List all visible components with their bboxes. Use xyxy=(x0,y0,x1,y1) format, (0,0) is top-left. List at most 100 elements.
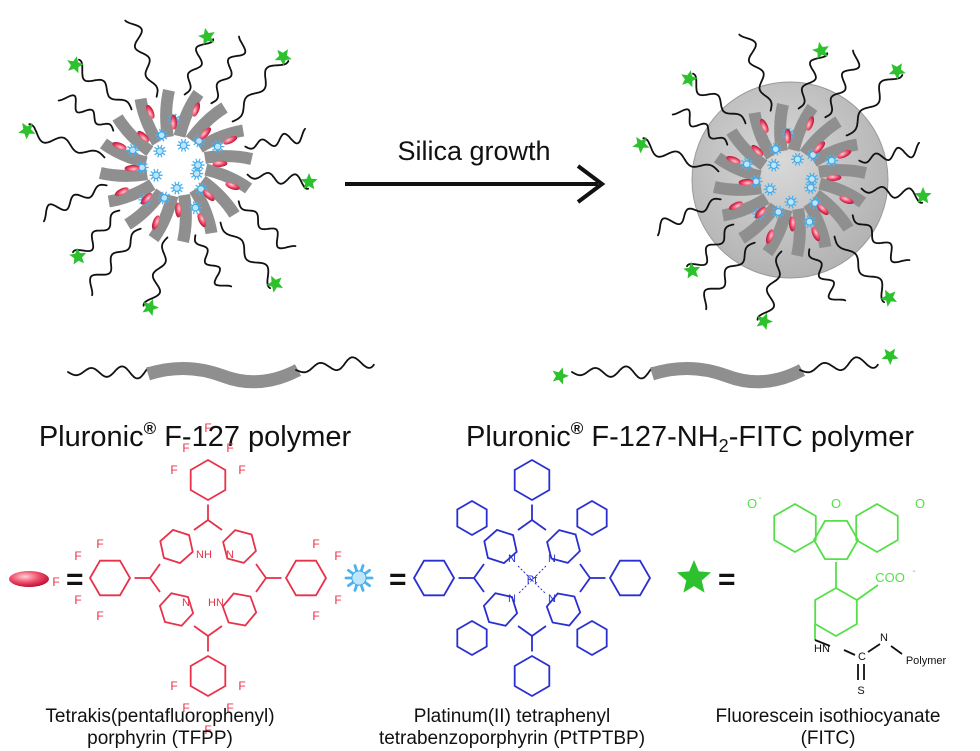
arrow-label: Silica growth xyxy=(397,136,550,166)
ptptbp-sun-icon xyxy=(771,205,786,219)
tfpp-pill-icon xyxy=(765,229,774,244)
atom-label: Pt xyxy=(527,574,537,586)
ppo-block xyxy=(726,128,768,171)
ptptbp-sun-icon xyxy=(135,161,149,174)
peo-chain xyxy=(72,209,121,254)
fitc-star-icon xyxy=(888,63,906,80)
tfpp-pill-icon xyxy=(784,128,791,144)
silica-growth-arrow xyxy=(345,164,606,204)
atom-label: N xyxy=(548,593,556,605)
peo-chain xyxy=(210,35,247,105)
aryl-ring xyxy=(284,559,328,597)
tfpp-equals: = xyxy=(66,563,84,596)
aryl-ring xyxy=(88,559,132,597)
fitc-star-icon xyxy=(18,122,36,140)
silica-shell xyxy=(691,81,889,279)
tfpp-pill-icon xyxy=(816,203,829,216)
ppo-block xyxy=(148,194,179,243)
ptptbp-sun-icon xyxy=(191,158,205,172)
tfpp-pill-icon xyxy=(223,136,238,145)
peo-chain xyxy=(738,33,773,112)
atom-label: HN xyxy=(814,643,830,655)
fitc-star-icon xyxy=(812,41,829,59)
atom-label: - xyxy=(912,566,915,577)
atom-label: HN xyxy=(208,597,224,609)
tfpp-pill-icon xyxy=(114,187,129,196)
fitc-star-icon xyxy=(552,367,569,385)
ptptbp-legend-sun-icon xyxy=(344,564,374,592)
aryl-ring xyxy=(189,458,227,502)
ppo-block xyxy=(99,138,148,169)
bond xyxy=(890,645,903,655)
ppo-block xyxy=(204,163,253,194)
bond xyxy=(856,584,879,601)
f127-fitc-polymer-chain xyxy=(552,348,899,389)
peo-chain xyxy=(642,137,720,173)
fitc-star-icon xyxy=(142,298,159,316)
peo-chain xyxy=(231,60,290,123)
pt-coordination xyxy=(517,565,547,595)
tfpp-pill-icon xyxy=(839,196,854,205)
atom-label: F xyxy=(226,441,233,455)
ppo-block xyxy=(712,181,763,196)
ppo-block xyxy=(803,200,832,249)
ptptbp-sun-icon xyxy=(806,148,820,162)
ppo-block xyxy=(812,189,854,232)
tfpp-pill-icon xyxy=(175,202,182,218)
peo-chain xyxy=(244,127,306,150)
double-bond xyxy=(857,664,865,680)
atom-label: Polymer xyxy=(906,655,947,667)
ptptbp-sun-icon xyxy=(790,152,805,166)
tfpp-pill-icon xyxy=(760,118,769,133)
ppo-block xyxy=(738,202,781,244)
ppo-block xyxy=(810,138,859,167)
bond xyxy=(814,639,831,647)
peo-chain xyxy=(89,227,142,297)
tfpp-pill-icon xyxy=(806,116,815,131)
ptptbp-sun-icon xyxy=(176,138,191,152)
fitc-star-icon xyxy=(880,289,897,307)
atom-label: F xyxy=(52,575,59,589)
ppo-block xyxy=(124,188,167,230)
peo-chain xyxy=(67,365,149,380)
fitc-star-icon xyxy=(914,187,932,204)
peo-chain xyxy=(671,108,729,146)
peo-chain xyxy=(756,250,783,321)
ptptbp-sun-icon xyxy=(344,564,374,592)
benzo-ring xyxy=(576,619,608,657)
aryl-ring xyxy=(513,458,551,502)
ppo-block xyxy=(817,164,868,179)
ptptbp-sun-icon xyxy=(808,196,822,210)
meso-link xyxy=(148,563,161,593)
ptptbp-name-line2: tetrabenzoporphyrin (PtTPTBP) xyxy=(379,728,645,749)
atom-label: F xyxy=(238,463,245,477)
peo-chain xyxy=(851,214,911,264)
atom-label: F xyxy=(170,463,177,477)
f127-fitc-polymer-label: Pluronic® F-127-NH2-FITC polymer xyxy=(466,419,914,456)
ppo-block xyxy=(762,208,793,257)
ptptbp-sun-icon xyxy=(126,143,140,157)
bond xyxy=(867,643,881,653)
benzo-ring xyxy=(456,619,488,657)
aryl-ring xyxy=(608,559,652,597)
tfpp-pill-icon xyxy=(728,201,743,210)
peo-chain xyxy=(142,236,169,307)
tfpp-pill-icon xyxy=(192,102,201,117)
ptptbp-sun-icon xyxy=(211,140,225,153)
atom-label: F xyxy=(74,549,81,563)
fitc-legend-star-icon xyxy=(676,560,712,593)
meso-link xyxy=(193,625,223,638)
bond xyxy=(843,649,856,656)
peo-chain xyxy=(246,172,310,190)
ptptbp-sun-icon xyxy=(157,191,172,205)
pyrrole-ring xyxy=(159,528,194,565)
tfpp-pill-icon xyxy=(754,206,767,219)
tfpp-pill-icon xyxy=(811,227,820,242)
peo-chain xyxy=(797,52,829,110)
atom-label: O xyxy=(747,496,757,511)
xanthene-ring-center xyxy=(812,520,860,560)
ppo-block xyxy=(107,179,156,208)
fitc-star-icon xyxy=(266,275,283,293)
fitc-name-line2: (FITC) xyxy=(801,728,856,749)
